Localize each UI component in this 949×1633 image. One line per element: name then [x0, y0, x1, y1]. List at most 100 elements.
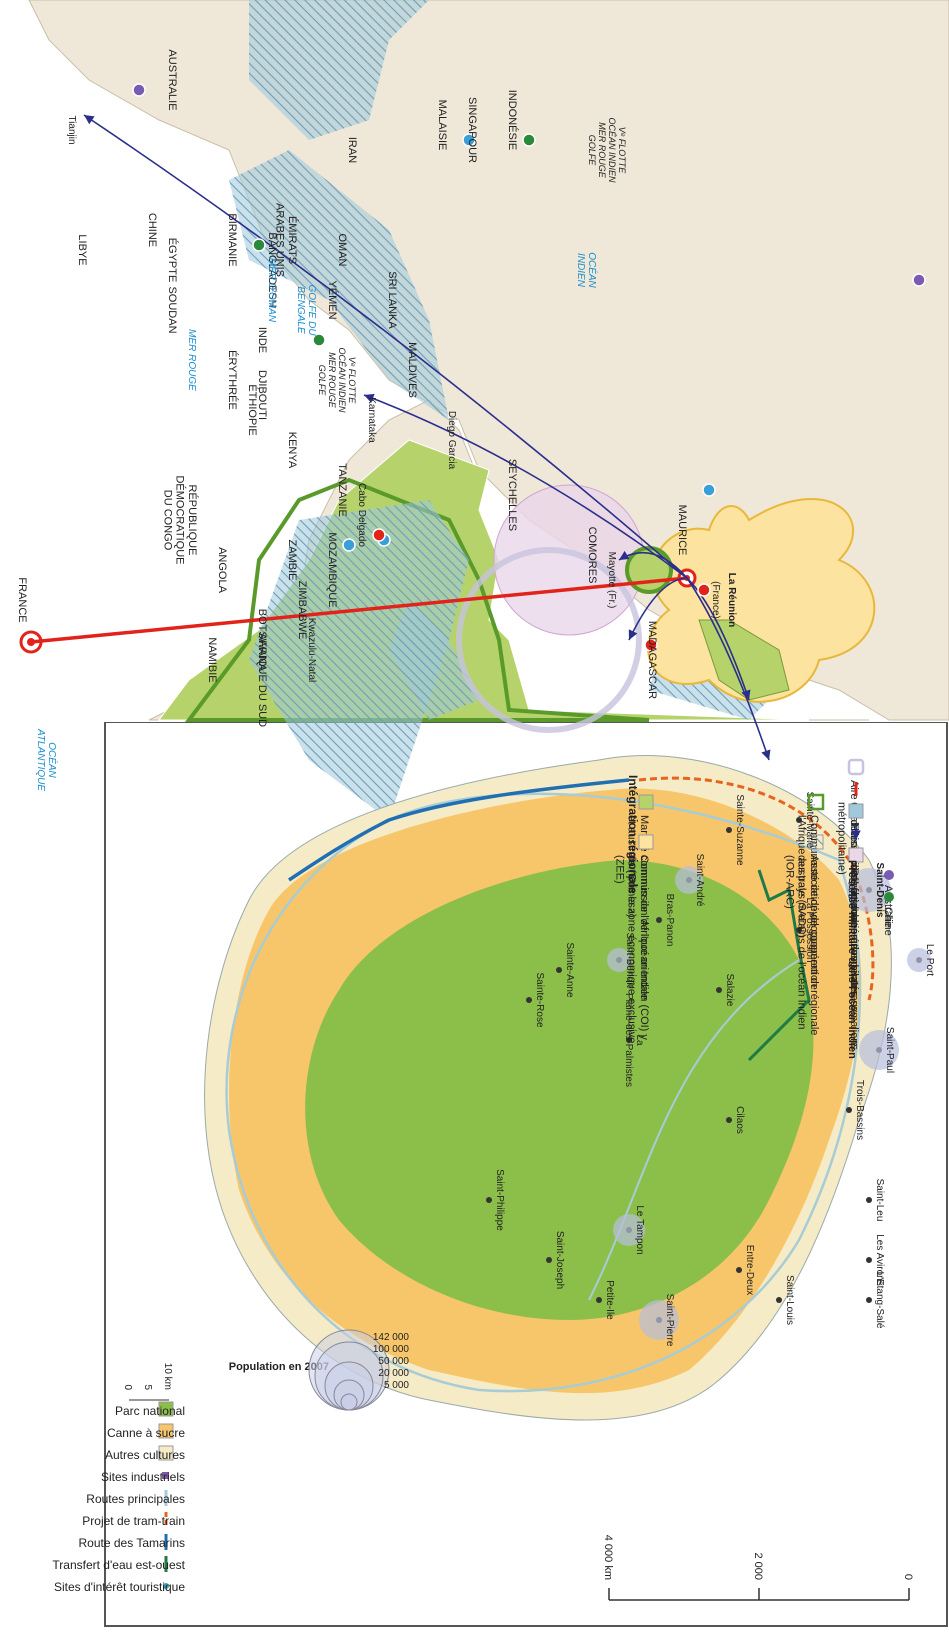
label-birmanie: BIRMANIE [226, 213, 238, 266]
label-indonesie: INDONÉSIE [506, 90, 519, 151]
inset-label-entre_deux: Entre-Deux [744, 1245, 755, 1296]
military-base-9 [372, 528, 386, 542]
inset-label-saint_leu: Saint-Leu [874, 1179, 885, 1222]
population-circle-4 [675, 866, 703, 894]
military-base-3 [252, 238, 266, 252]
inset-label-saint_pierre: Saint-Pierre [664, 1294, 675, 1347]
legend-item-0: Marché commun de l'Afrique orientaleet a… [626, 815, 650, 1000]
inset-legend-item-7: Transfert d'eau est-ouest [52, 1558, 185, 1572]
legend-swatch-1 [638, 834, 654, 850]
town-dot-salazie [716, 987, 722, 993]
sea-mer_oman: MER D'OMAN [266, 258, 277, 323]
population-legend-value-2: 50 000 [378, 1356, 409, 1367]
inset-label-bras_panon: Bras-Panon [664, 894, 675, 947]
inset-label-saint_benoit: Saint-Benoît [624, 932, 635, 987]
inset-label-saint_denis: Saint-Denis [874, 862, 885, 917]
sea-ocean_indien: OCÉANINDIEN [575, 252, 599, 288]
main-map [19, 0, 949, 820]
bilateral-arrow-3 [628, 577, 688, 641]
label-ethiopie: ÉTHIOPIE [246, 384, 259, 435]
legend-item-6: Puissances régionales émergentes [848, 824, 860, 996]
inset-legend-item-6: Route des Tamarins [79, 1536, 186, 1550]
population-legend-value-3: 20 000 [378, 1368, 409, 1379]
label-zimbabwe: ZIMBABWE [296, 581, 308, 640]
label-madagascar: MADAGASCAR [646, 621, 658, 699]
map-scale-label-2: 4 000 km [602, 1535, 614, 1580]
military-base-11 [697, 583, 711, 597]
fleet-label-fleet_east: Vᵉ FLOTTEOCÉAN INDIENMER ROUGEGOLFE [587, 117, 627, 183]
legend-item-7: Accords de coopération bilatéraux [848, 846, 860, 1013]
label-botswana: BOTSWANA [256, 609, 268, 672]
inset-label-salazie: Salazie [724, 974, 735, 1007]
population-legend-circle-4 [340, 1393, 358, 1411]
inset-legend-swatch-0 [158, 1401, 174, 1417]
label-tanzanie: TANZANIE [336, 463, 348, 517]
label-yemen: YÉMEN [326, 280, 339, 319]
town-dot-cilaos [726, 1117, 732, 1123]
inset-main-road [225, 792, 861, 1393]
inset-reunion-map [204, 755, 931, 1421]
inset-legend-item-4: Routes principales [86, 1492, 185, 1506]
swahili-area [456, 547, 642, 733]
label-karnataka: Karnataka [366, 397, 377, 443]
military-base-6 [702, 483, 716, 497]
legend-item-2: Communauté de développement del'Afrique … [796, 815, 820, 990]
seychelles-circle [625, 546, 673, 594]
legend-swatch-8 [848, 847, 864, 863]
label-australie: AUSTRALIE [166, 49, 178, 110]
label-china: CHINE [146, 213, 158, 247]
town-dot-entre_deux [736, 1267, 742, 1273]
ioarc-hatch-2 [229, 150, 449, 420]
label-emirats: ÉMIRATSARABES UNIS [274, 203, 299, 277]
town-dot-saint_louis [776, 1297, 782, 1303]
inset-label-trois_bassins: Trois-Bassins [854, 1080, 865, 1140]
town-dot-trois_bassins [846, 1107, 852, 1113]
town-dot-sainte_suzanne [726, 827, 732, 833]
label-libye: LIBYE [76, 234, 88, 265]
inset-label-saint_joseph: Saint-Joseph [554, 1231, 565, 1289]
military-base-8 [342, 538, 356, 552]
inset-legend-item-2: Autres cultures [105, 1448, 185, 1462]
label-malaisie: MALAISIE [436, 100, 448, 151]
military-base-1 [132, 83, 146, 97]
legend-military-marker-0 [884, 870, 894, 880]
inset-legend-item-5: Projet de tram-train [82, 1514, 185, 1528]
inset-tram-train [638, 776, 875, 1001]
label-srilanka: SRI LANKA [386, 271, 398, 329]
ioarc-hatch-0 [249, 500, 469, 820]
inset-label-le_tampon: Le Tampon [634, 1205, 645, 1254]
town-dot-sainte_marie [796, 817, 802, 823]
inset-label-sainte_suzanne: Sainte-Suzanne [734, 794, 745, 866]
bilateral-arrow-5 [686, 577, 771, 761]
town-dot-la_plaine [626, 1037, 632, 1043]
legend-item-1: Commission de l'océan Indien (COI) ycomp… [613, 855, 650, 1043]
inset-label-la_possession: La Possession [804, 897, 815, 962]
inset-label-etang_sale: L'Etang-Salé [874, 1272, 885, 1329]
inset-label-sainte_marie: Sainte-Marie [804, 792, 815, 849]
town-dot-saint_joseph [546, 1257, 552, 1263]
population-circle-6 [907, 948, 931, 972]
inset-cross-road [588, 959, 800, 1301]
label-singapour: SINGAPOUR [466, 97, 478, 163]
label-reunion: La Réunion [726, 573, 737, 627]
inset-label-saint_louis: Saint-Louis [784, 1275, 795, 1325]
inset-legend-swatch-2 [158, 1445, 174, 1461]
town-dot-sainte_anne [556, 967, 562, 973]
map-scale-label-1: 2 000 [752, 1552, 764, 1580]
inset-label-la_plaine: LaPlaine-des-Palmistes [623, 993, 645, 1087]
legend-title: Intégration régionale [626, 775, 640, 894]
population-circle-1 [639, 1300, 679, 1340]
inset-label-sainte_anne: Sainte-Anne [564, 942, 575, 997]
inset-legend-swatch-1 [158, 1423, 174, 1439]
legend-military-marker-1 [884, 892, 894, 902]
label-mayotte: Mayotte (Fr.) [606, 552, 617, 609]
population-circle-5 [607, 948, 631, 972]
legend-item-8: Rayon d'action des pirates somaliens [848, 868, 860, 1050]
label-namibie: NAMIBIE [206, 637, 218, 682]
town-dot-saint_leu [866, 1197, 872, 1203]
label-djibouti: DJIBOUTI [256, 370, 268, 420]
label-egypte: ÉGYPTE [166, 238, 179, 283]
military-base-10 [644, 638, 658, 652]
